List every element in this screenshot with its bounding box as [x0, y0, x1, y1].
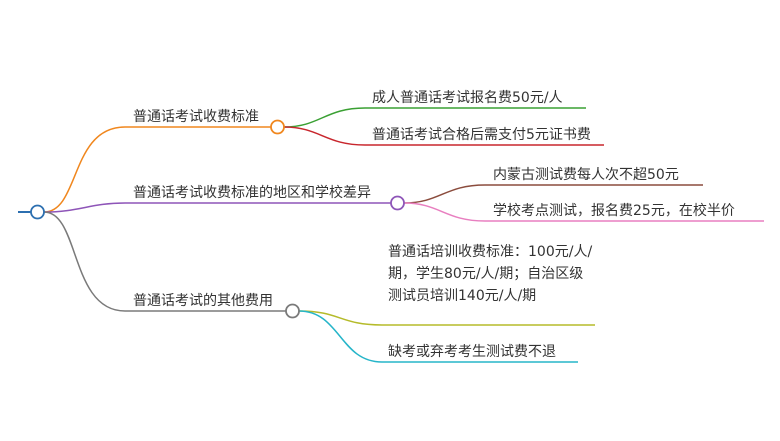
edge-root-branch2 — [43, 202, 391, 213]
edge-root-branch3 — [43, 211, 286, 312]
branch3-label: 普通话考试的其他费用 — [133, 293, 273, 309]
branch2-node[interactable] — [390, 195, 405, 211]
root-node[interactable] — [30, 204, 45, 220]
branch3-leaf2-label: 缺考或弃考考生测试费不退 — [388, 344, 556, 360]
branch1-node[interactable] — [270, 119, 285, 135]
branch2-leaf1-label: 内蒙古测试费每人次不超50元 — [493, 167, 679, 183]
edge-branch2-leaf2 — [403, 202, 764, 222]
edge-branch3-leaf2 — [298, 310, 578, 363]
branch3-leaf1-label: 普通话培训收费标准：100元/人/期，学生80元/人/期；自治区级测试员培训14… — [388, 244, 593, 304]
branch1-leaf2-label: 普通话考试合格后需支付5元证书费 — [372, 127, 591, 143]
branch1-leaf1-label: 成人普通话考试报名费50元/人 — [372, 90, 563, 106]
edge-branch3-leaf1 — [298, 310, 595, 326]
edge-root-branch1 — [43, 126, 271, 213]
edge-branch1-leaf1 — [283, 107, 586, 128]
branch3-node[interactable] — [285, 303, 300, 319]
edge-branch1-leaf2 — [283, 126, 604, 146]
branch1-label: 普通话考试收费标准 — [133, 109, 259, 125]
branch2-label: 普通话考试收费标准的地区和学校差异 — [133, 185, 371, 201]
edge-branch2-leaf1 — [403, 184, 703, 204]
branch2-leaf2-label: 学校考点测试，报名费25元，在校半价 — [493, 203, 735, 219]
